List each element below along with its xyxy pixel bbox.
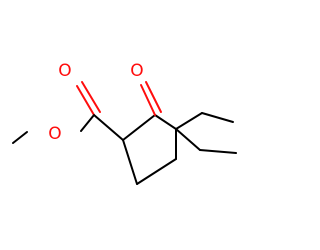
bond-ester-c-ring-c1 bbox=[93, 114, 124, 141]
bond-ethyl2-c1 bbox=[175, 128, 201, 151]
bond-ring-c1-c2 bbox=[122, 114, 156, 141]
bond-methyl-o bbox=[12, 131, 28, 144]
bond-ring-c4-c5 bbox=[136, 158, 177, 185]
bond-ester-carbonyl-double-b bbox=[81, 81, 101, 113]
bond-ketone-double-a bbox=[140, 84, 156, 116]
bond-ring-c2-c3 bbox=[154, 114, 177, 130]
ester-carbonyl-oxygen-label: O bbox=[58, 61, 71, 81]
bond-o-ester-carbon bbox=[80, 114, 95, 132]
bond-ethyl1-c1 bbox=[175, 112, 203, 130]
ketone-oxygen-label: O bbox=[130, 61, 143, 81]
bond-ring-c5-c1 bbox=[122, 139, 138, 185]
molecule-structure-diagram: O O O bbox=[12, 61, 237, 185]
bond-ketone-double-b bbox=[145, 81, 162, 113]
bond-ester-carbonyl-double-a bbox=[76, 85, 95, 116]
bond-ethyl1-c2 bbox=[201, 112, 234, 123]
ester-ether-oxygen-label: O bbox=[48, 124, 61, 144]
bond-ethyl2-c2 bbox=[199, 149, 237, 154]
